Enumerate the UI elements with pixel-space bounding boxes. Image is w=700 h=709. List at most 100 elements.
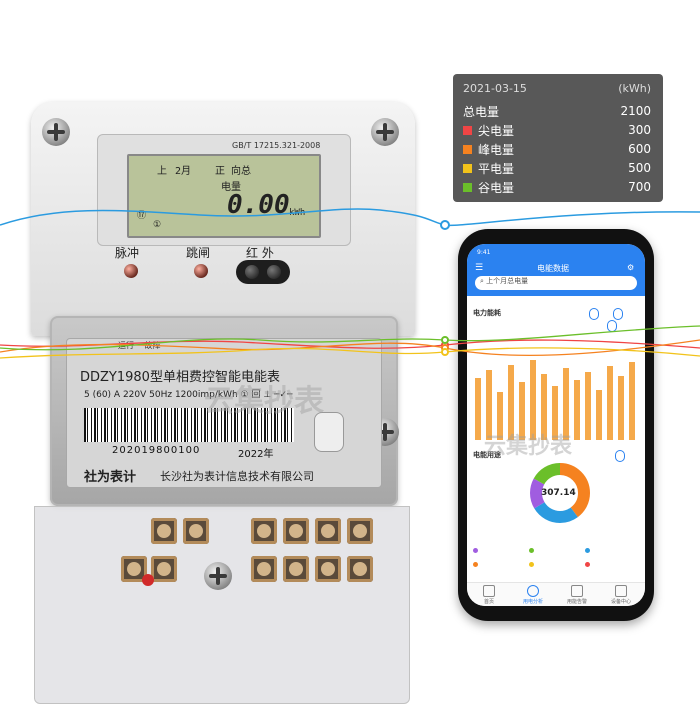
- energy-bar: [508, 365, 514, 440]
- tooltip-label: 总电量: [463, 104, 500, 119]
- screw-icon: [371, 118, 399, 146]
- lcd-unit: kWh: [289, 208, 306, 218]
- settings-icon[interactable]: ⚙: [627, 263, 635, 272]
- usage-donut-chart: [530, 463, 590, 523]
- tooltip-label: 谷电量: [478, 180, 515, 195]
- energy-bar: [596, 390, 602, 440]
- energy-section-title: 电力能耗: [473, 309, 501, 317]
- tooltip-date: 2021-03-15: [463, 82, 527, 95]
- lcd-top-left: 上: [157, 166, 167, 177]
- energy-bar: [530, 360, 536, 440]
- tooltip-label: 峰电量: [478, 142, 515, 157]
- donut-center-value: 307.14: [541, 488, 576, 498]
- trip-label: 跳闸: [186, 246, 211, 260]
- seal-button: [314, 412, 344, 452]
- standard-label: GB/T 17215.321-2008: [232, 141, 321, 150]
- filter-tag[interactable]: [613, 308, 623, 320]
- bell-icon: [571, 585, 583, 597]
- lcd-display: 上 2月 正 向总 电量 0.00 kWh ⑰ ①: [127, 154, 321, 238]
- analysis-icon: [527, 585, 539, 597]
- tab-label: 设备中心: [610, 599, 631, 605]
- watermark: 云集抄表: [204, 384, 324, 419]
- energy-bar: [585, 372, 591, 440]
- energy-bar: [519, 382, 525, 440]
- energy-bar-chart: [475, 360, 635, 440]
- filter-tag[interactable]: [615, 450, 625, 462]
- tooltip-row-sharp: 尖电量 300: [463, 121, 651, 139]
- spec-label: 5 (60) A 220V 50Hz 1200imp/kWh ① 回 ⊥ ─✓─: [84, 390, 293, 400]
- flat-series-marker: [441, 348, 449, 356]
- legend-dot-icon: [473, 548, 478, 553]
- energy-bar: [618, 376, 624, 440]
- energy-bar: [574, 380, 580, 440]
- energy-bar: [629, 362, 635, 440]
- swatch-icon: [463, 125, 472, 135]
- tooltip-row-total: 总电量 2100: [463, 102, 651, 120]
- lcd-indicator: ①: [153, 220, 162, 230]
- barcode: [84, 408, 294, 442]
- tab-analysis[interactable]: 用电分析: [511, 585, 555, 605]
- energy-bar: [497, 392, 503, 440]
- terminal: [283, 556, 309, 582]
- status-time: 9:41: [477, 249, 491, 256]
- terminal: [183, 518, 209, 544]
- tooltip-row-valley: 谷电量 700: [463, 178, 651, 196]
- swatch-icon: [463, 163, 472, 173]
- infrared-label: 红 外: [246, 246, 274, 260]
- tab-alarm[interactable]: 用能告警: [555, 585, 599, 605]
- valley-series-marker: [441, 336, 449, 344]
- search-input[interactable]: ⌕ 上个月总电量: [475, 276, 637, 290]
- fault-label: 故障: [144, 341, 161, 350]
- terminal: [151, 518, 177, 544]
- tooltip-row-flat: 平电量 500: [463, 159, 651, 177]
- search-placeholder: 上个月总电量: [486, 277, 529, 285]
- device-icon: [615, 585, 627, 597]
- energy-bar: [552, 386, 558, 440]
- model-label: DDZY1980型单相费控智能电能表: [80, 370, 280, 385]
- terminal: [151, 556, 177, 582]
- menu-icon[interactable]: ☰: [475, 263, 484, 273]
- filter-tag[interactable]: [589, 308, 599, 320]
- lcd-label: 电量: [221, 182, 241, 193]
- tooltip-label: 平电量: [478, 161, 515, 176]
- brand-logo: 社为表计: [84, 470, 137, 485]
- energy-bar: [607, 366, 613, 440]
- legend-dot-icon: [585, 562, 590, 567]
- status-dot-icon: [142, 574, 154, 586]
- terminal: [347, 518, 373, 544]
- app-screen: 9:41 ☰ 电能数据 ⚙ ⌕ 上个月总电量 电力能耗 电能用途 307.14 …: [467, 244, 645, 606]
- terminal: [251, 518, 277, 544]
- energy-bar: [541, 374, 547, 440]
- tooltip-value: 600: [628, 142, 651, 156]
- tab-home[interactable]: 首页: [467, 585, 511, 605]
- year-label: 2022年: [238, 449, 274, 460]
- tooltip-value: 700: [628, 180, 651, 194]
- pulse-led-icon: [124, 264, 138, 278]
- peak-series-marker: [441, 344, 449, 352]
- tooltip-unit: (kWh): [618, 82, 651, 95]
- legend-dot-icon: [529, 548, 534, 553]
- lcd-month: 2月: [175, 166, 192, 177]
- screw-icon: [204, 562, 232, 590]
- home-icon: [483, 585, 495, 597]
- screw-icon: [42, 118, 70, 146]
- tab-label: 用能告警: [566, 599, 587, 605]
- tooltip-label: 尖电量: [478, 123, 515, 138]
- lcd-reading: 0.00: [227, 190, 290, 220]
- search-icon: ⌕: [480, 277, 484, 285]
- energy-bar: [486, 370, 492, 440]
- terminal: [251, 556, 277, 582]
- tooltip-value: 2100: [620, 104, 651, 118]
- watermark: 云集抄表: [484, 434, 573, 459]
- tab-devices[interactable]: 设备中心: [599, 585, 643, 605]
- tooltip-value: 500: [628, 161, 651, 175]
- infrared-port: [236, 260, 290, 284]
- tooltip-value: 300: [628, 123, 651, 137]
- tab-label: 首页: [483, 599, 494, 605]
- terminal: [283, 518, 309, 544]
- tab-label: 用电分析: [522, 599, 543, 605]
- energy-bar: [563, 368, 569, 440]
- usage-legend: [473, 546, 639, 576]
- legend-dot-icon: [473, 562, 478, 567]
- data-tooltip: 2021-03-15 (kWh) 总电量 2100 尖电量 300 峰电量 60…: [453, 74, 663, 202]
